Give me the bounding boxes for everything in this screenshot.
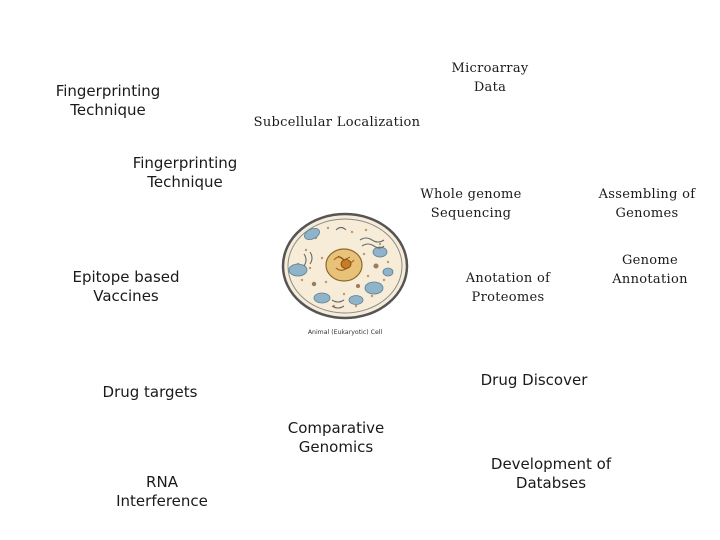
label-epitope-based-vaccines: Epitope based Vaccines: [72, 268, 180, 305]
label-drug-discover: Drug Discover: [480, 371, 588, 389]
label-drug-targets: Drug targets: [102, 383, 198, 401]
label-fingerprinting-technique-top: Fingerprinting Technique: [55, 82, 161, 119]
cell-caption: Animal (Eukaryotic) Cell: [308, 329, 383, 336]
label-comparative-genomics: Comparative Genomics: [287, 419, 385, 456]
label-microarray-data: Microarray Data: [451, 61, 529, 95]
label-genome-annotation: Genome Annotation: [612, 253, 688, 287]
label-assembling-of-genomes: Assembling of Genomes: [598, 187, 696, 221]
label-subcellular-localization: Subcellular Localization: [253, 115, 421, 130]
animal-cell-illustration: Animal (Eukaryotic) Cell: [281, 212, 409, 336]
label-rna-interference: RNA Interference: [116, 473, 208, 510]
label-whole-genome-sequencing: Whole genome Sequencing: [420, 187, 522, 221]
label-anotation-of-proteomes: Anotation of Proteomes: [465, 271, 551, 305]
label-development-of-databses: Development of Databses: [490, 455, 612, 492]
label-fingerprinting-technique-mid: Fingerprinting Technique: [132, 154, 238, 191]
